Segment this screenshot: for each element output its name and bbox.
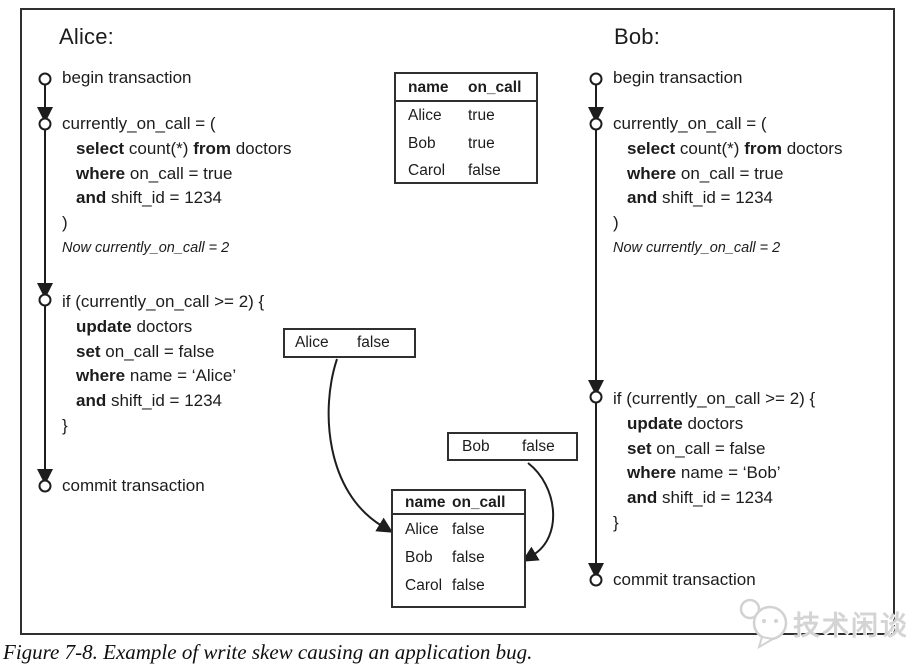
code-line: ) [613, 213, 619, 233]
bob-query-note: Now currently_on_call = 2 [613, 239, 781, 256]
col-name-header: name [408, 79, 449, 96]
col-oncall-header: on_call [452, 494, 506, 511]
code-line: select count(*) from doctors [627, 138, 843, 158]
code-line: where on_call = true [627, 163, 784, 183]
write-box-name: Bob [462, 437, 490, 455]
bob-begin-step: begin transaction [613, 68, 743, 87]
figure-caption: Figure 7-8. Example of write skew causin… [3, 640, 533, 664]
alice-begin-step: begin transaction [62, 68, 192, 87]
bob-commit-step: commit transaction [613, 570, 756, 589]
alice-write-box: Alice false [283, 328, 416, 358]
code-line: and shift_id = 1234 [627, 488, 774, 508]
table-header: name on_call [393, 491, 524, 515]
col-oncall-header: on_call [468, 79, 522, 96]
code-line: set on_call = false [76, 341, 215, 361]
speech-bubbles-icon [739, 598, 788, 650]
bob-update-block: if (currently_on_call >= 2) { update doct… [613, 387, 815, 536]
alice-commit-step: commit transaction [62, 476, 205, 495]
code-line: ) [62, 213, 68, 233]
code-line: and shift_id = 1234 [76, 391, 223, 411]
code-line: if (currently_on_call >= 2) { [613, 389, 816, 408]
code-line: where name = ‘Bob’ [627, 463, 781, 483]
code-line: set on_call = false [627, 438, 766, 458]
code-line: currently_on_call = ( [613, 114, 767, 133]
code-line: select count(*) from doctors [76, 138, 292, 158]
code-line: where on_call = true [76, 163, 233, 183]
code-line: where name = ‘Alice’ [76, 366, 237, 386]
write-box-value: false [522, 437, 555, 455]
write-box-name: Alice [295, 334, 329, 351]
alice-title: Alice: [59, 24, 114, 49]
code-line: } [62, 415, 68, 435]
code-line: } [613, 512, 619, 532]
code-line: currently_on_call = ( [62, 114, 216, 133]
code-line: if (currently_on_call >= 2) { [62, 292, 265, 311]
bob-title: Bob: [614, 24, 661, 49]
alice-query-note: Now currently_on_call = 2 [62, 239, 230, 256]
watermark-text: 技术闲谈 [793, 611, 906, 641]
write-box-value: false [357, 334, 390, 351]
bob-write-box: Bob false [447, 432, 578, 461]
code-line: update doctors [627, 413, 744, 433]
bob-query-block: currently_on_call = ( select count(*) fro… [613, 112, 842, 256]
code-line: and shift_id = 1234 [627, 188, 774, 208]
watermark: 技术闲谈 [733, 598, 906, 652]
code-line: update doctors [76, 316, 193, 336]
alice-update-block: if (currently_on_call >= 2) { update doct… [62, 290, 264, 439]
col-name-header: name [405, 494, 446, 511]
code-line: and shift_id = 1234 [76, 188, 223, 208]
table-header: name on_call [396, 74, 536, 102]
alice-query-block: currently_on_call = ( select count(*) fro… [62, 112, 291, 256]
